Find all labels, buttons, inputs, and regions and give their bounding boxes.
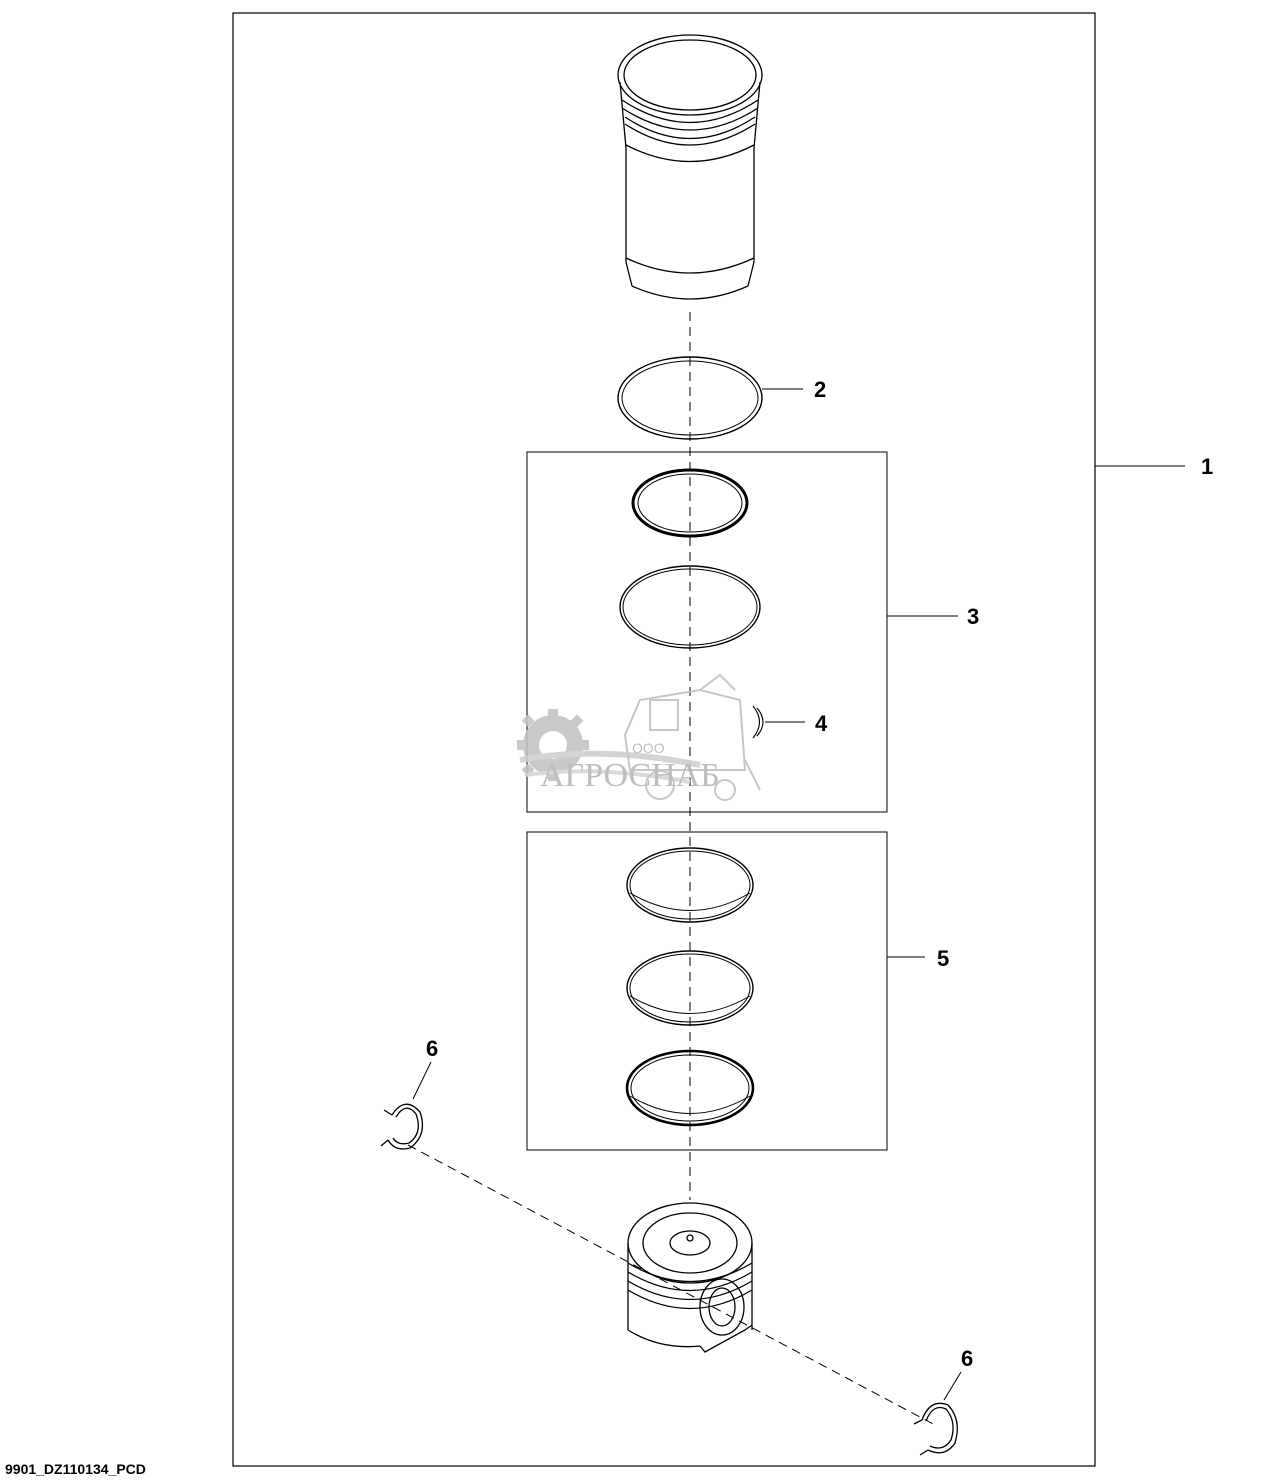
callout-1: 1 [1201,454,1213,479]
callout-6-right: 6 [961,1346,973,1371]
leader-6b [943,1371,962,1401]
piston [627,1202,753,1353]
piston-ring-top [626,847,754,923]
piston-ring-set-box [526,831,888,1151]
assembly-frame [232,12,1096,1467]
callout-6-left: 6 [426,1036,438,1061]
watermark-prefix: ООО [632,740,665,756]
liner-seal-ring [617,356,763,440]
leader-6a [412,1061,432,1100]
seal-ring-lower [619,565,761,649]
callout-2: 2 [814,377,826,402]
callout-4: 4 [815,711,828,736]
watermark-brand: АГРОСНАБ [540,757,720,794]
document-id: 9901_DZ110134_PCD [5,1461,146,1477]
piston-ring-middle [626,950,754,1026]
snap-ring-right [913,1402,958,1456]
piston-ring-oil [625,1049,755,1127]
combine-harvester-icon [623,673,761,801]
seal-kit-box [526,451,888,813]
callout-5: 5 [937,946,949,971]
seal-ring-upper [631,468,749,538]
watermark-logo: ООО АГРОСНАБ [517,673,761,801]
callout-3: 3 [967,604,979,629]
small-seal-arc [752,705,764,739]
pin-axis [407,1144,936,1426]
cylinder-liner [617,34,763,300]
snap-ring-left [380,1103,424,1150]
